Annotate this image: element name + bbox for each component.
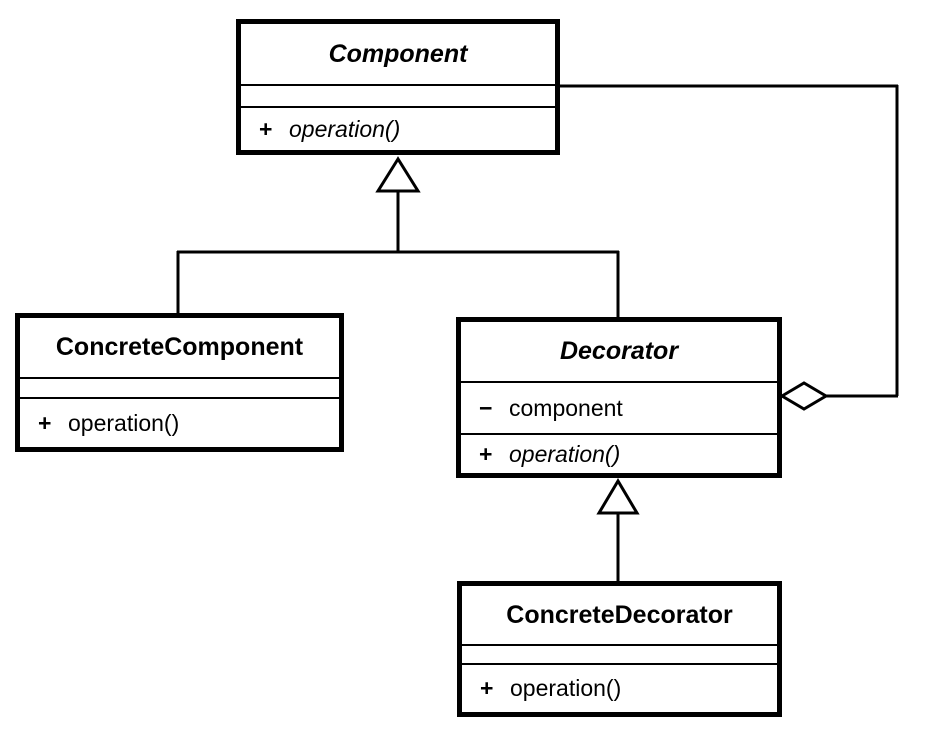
- visibility-marker: −: [479, 394, 493, 421]
- visibility-marker: +: [38, 409, 52, 436]
- class-operations-compartment-component: + operation(): [241, 106, 555, 150]
- class-name-concrete-decorator: ConcreteDecorator: [506, 600, 733, 629]
- class-attributes-compartment-component: [241, 84, 555, 106]
- operation-row[interactable]: + operation(): [241, 116, 400, 143]
- class-operations-compartment-decorator: + operation(): [461, 433, 777, 473]
- class-name-compartment-concrete-component: ConcreteComponent: [20, 318, 339, 377]
- class-box-decorator[interactable]: Decorator − component + operation(): [456, 317, 782, 478]
- class-attributes-compartment-decorator: − component: [461, 381, 777, 433]
- operation-label: operation(): [68, 409, 180, 436]
- hollow-diamond-aggregation: [779, 381, 829, 411]
- operation-label: operation(): [510, 675, 622, 701]
- aggregation-edge-decorator-component: [558, 84, 899, 411]
- visibility-marker: +: [259, 115, 273, 142]
- class-name-concrete-component: ConcreteComponent: [55, 333, 304, 361]
- operation-label: operation(): [289, 115, 401, 142]
- operation-row[interactable]: + operation(): [462, 675, 621, 702]
- class-name-decorator: Decorator: [559, 337, 679, 365]
- class-box-concrete-decorator[interactable]: ConcreteDecorator + operation(): [457, 581, 782, 717]
- class-attributes-compartment-concrete-component: [20, 377, 339, 397]
- generalization-concrete-decorator: [596, 478, 640, 582]
- class-name-compartment-decorator: Decorator: [461, 322, 777, 381]
- class-name-compartment-component: Component: [241, 24, 555, 84]
- visibility-marker: +: [479, 440, 493, 467]
- class-name-component: Component: [328, 39, 468, 68]
- generalization-tree-component: [176, 156, 620, 318]
- attribute-row[interactable]: − component: [461, 395, 623, 422]
- class-operations-compartment-concrete-component: + operation(): [20, 397, 339, 447]
- class-attributes-compartment-concrete-decorator: [462, 644, 777, 663]
- hollow-triangle-arrowhead-component: [375, 156, 421, 193]
- class-name-compartment-concrete-decorator: ConcreteDecorator: [462, 586, 777, 644]
- class-operations-compartment-concrete-decorator: + operation(): [462, 663, 777, 712]
- class-box-concrete-component[interactable]: ConcreteComponent + operation(): [15, 313, 344, 452]
- class-box-component[interactable]: Component + operation(): [236, 19, 560, 155]
- visibility-marker: +: [480, 675, 494, 701]
- operation-row[interactable]: + operation(): [461, 441, 620, 468]
- operation-row[interactable]: + operation(): [20, 410, 179, 437]
- attribute-label: component: [509, 394, 623, 421]
- operation-label: operation(): [509, 440, 621, 467]
- hollow-triangle-arrowhead-decorator: [596, 478, 640, 515]
